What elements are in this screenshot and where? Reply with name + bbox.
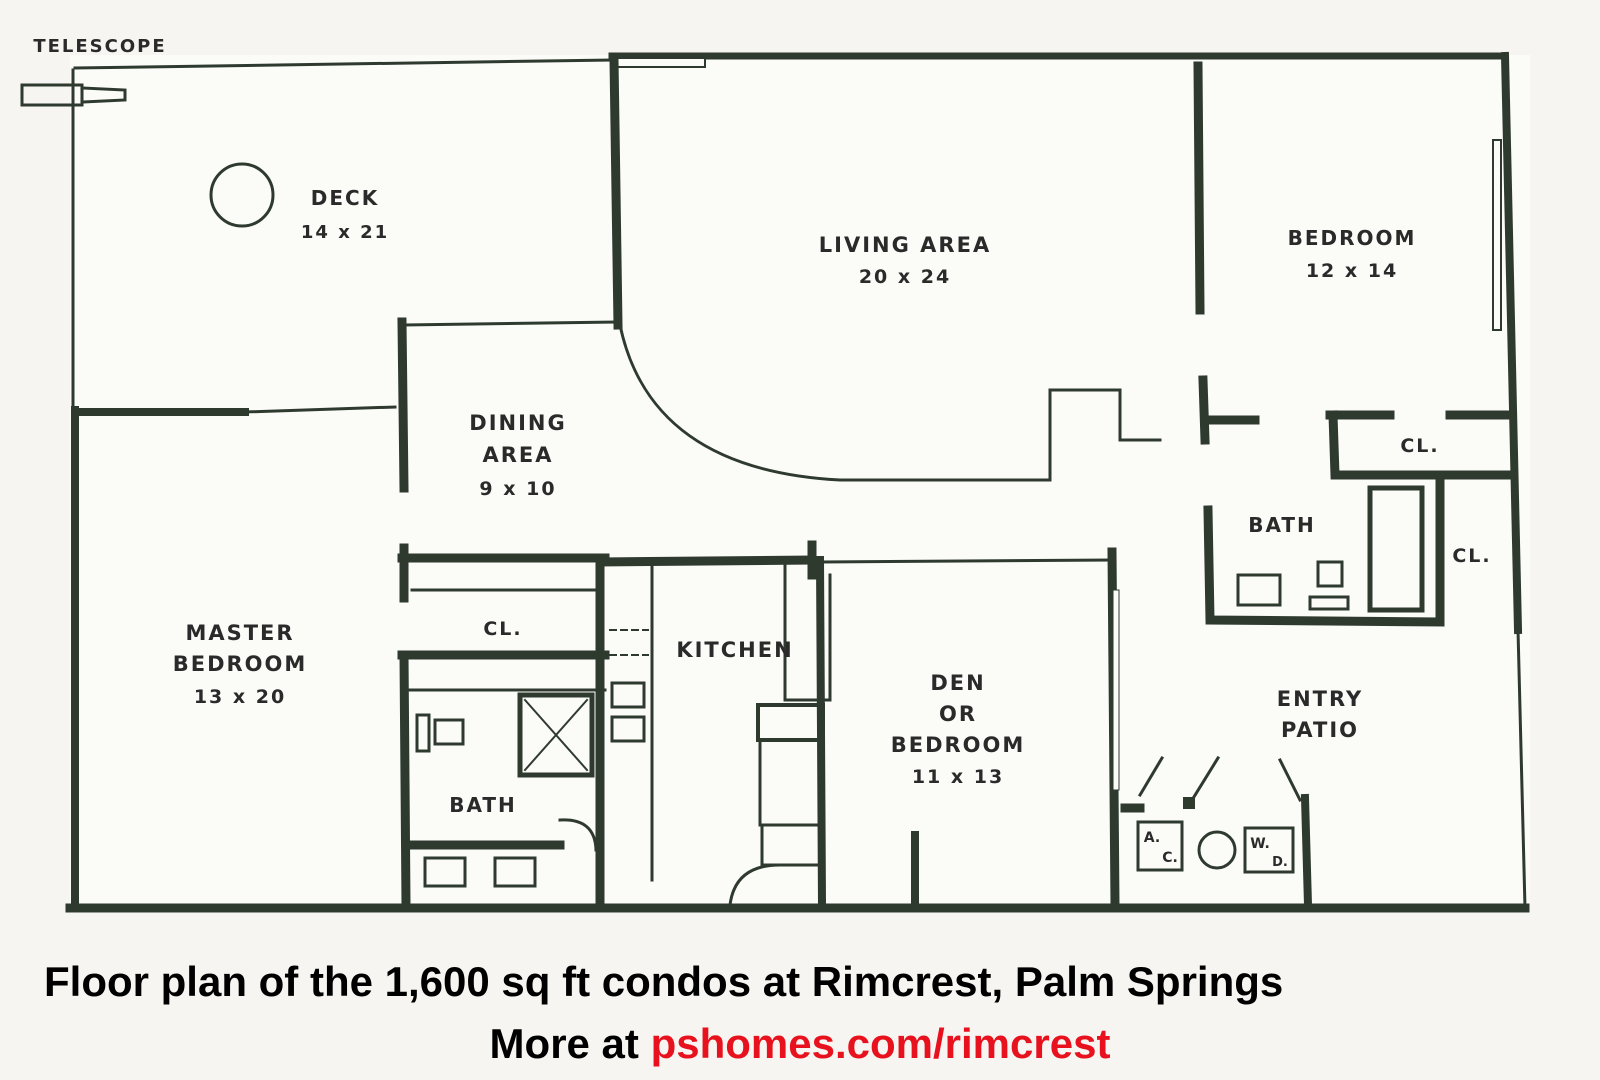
- label-dining-size: 9 x 10: [479, 478, 556, 500]
- label-dining-1: DINING: [469, 411, 566, 435]
- label-bath-left: BATH: [449, 793, 517, 817]
- utility-wall-right: [1300, 793, 1313, 910]
- label-deck-size: 14 x 21: [301, 222, 389, 243]
- label-master-1: MASTER: [185, 621, 294, 645]
- bath-toilet-tank-right: [1308, 595, 1350, 611]
- bath-sink-right: [1236, 573, 1282, 607]
- bath-sink-left-1: [423, 856, 467, 888]
- caption-text: Floor plan of the 1,600 sq ft condos at …: [44, 958, 1284, 1005]
- label-den-size: 11 x 13: [912, 766, 1004, 788]
- outer-wall-top-deck: [73, 58, 614, 70]
- telescope-icon: [20, 83, 84, 107]
- label-ac-1: A.: [1144, 830, 1160, 846]
- plan-paper: [70, 55, 1530, 913]
- bath-door-arc: [558, 818, 598, 852]
- window-right: [1492, 139, 1502, 331]
- caption-line-2: More at pshomes.com/rimcrest: [0, 1020, 1600, 1068]
- caption-line-1: Floor plan of the 1,600 sq ft condos at …: [0, 958, 1600, 1006]
- label-living-size: 20 x 24: [859, 266, 951, 288]
- telescope-tube: [80, 86, 127, 104]
- wall-dining-top: [402, 320, 618, 327]
- shower: [517, 692, 595, 778]
- shower-x2: [523, 698, 589, 772]
- bath-toilet-bowl-left: [433, 718, 465, 746]
- label-master-2: BEDROOM: [173, 652, 308, 676]
- kitchen-appliance-1: [610, 681, 646, 709]
- bath-toilet-left: [415, 713, 431, 753]
- label-den-2: OR: [939, 702, 977, 726]
- label-telescope: TELESCOPE: [33, 36, 166, 57]
- label-deck: DECK: [311, 186, 379, 210]
- ac-unit: [1136, 820, 1184, 872]
- label-entry-1: ENTRY: [1277, 687, 1363, 711]
- deck-table: [209, 162, 275, 228]
- label-dining-2: AREA: [482, 443, 553, 467]
- caption-prefix: More at: [489, 1020, 651, 1067]
- label-ac-2: C.: [1162, 850, 1178, 866]
- room-labels: TELESCOPE DECK 14 x 21 LIVING AREA 20 x …: [33, 36, 1491, 870]
- floor-plan: TELESCOPE DECK 14 x 21 LIVING AREA 20 x …: [20, 36, 1530, 913]
- label-bath-right: BATH: [1248, 513, 1316, 537]
- bath-sink-left-2: [493, 856, 537, 888]
- kitchen-wall-top: [595, 555, 815, 567]
- outer-wall-right-lower: [1516, 628, 1527, 910]
- den-wall-top: [820, 558, 1114, 564]
- label-kitchen: KITCHEN: [676, 638, 793, 662]
- label-closet-upper: CL.: [1400, 435, 1439, 457]
- kitchen-wall-right: [815, 555, 827, 910]
- washer-dryer: [1243, 826, 1295, 874]
- utility-line-1: [1137, 755, 1165, 798]
- living-curve: [618, 323, 1162, 482]
- label-bedroom: BEDROOM: [1288, 226, 1417, 250]
- wall-living-bedroom: [1193, 61, 1205, 315]
- closet-mid-left-2: [399, 650, 411, 910]
- label-den-3: BEDROOM: [891, 733, 1026, 757]
- bath-right-walls: [1203, 475, 1445, 627]
- wall-dining-left: [397, 317, 409, 493]
- label-entry-2: PATIO: [1281, 718, 1359, 742]
- wall-deck-master-thin: [243, 405, 397, 414]
- label-master-size: 13 x 20: [194, 686, 286, 708]
- utility-stub: [1183, 797, 1195, 809]
- bath-toilet-right: [1316, 560, 1344, 588]
- walls: [20, 51, 1530, 913]
- label-closet-mid: CL.: [483, 618, 522, 640]
- den-window: [1112, 589, 1120, 791]
- label-closet-right: CL.: [1452, 545, 1491, 567]
- wall-deck-living: [609, 55, 623, 330]
- closet-upper-right: [1325, 410, 1515, 480]
- kitchen-counter-right: [783, 563, 832, 702]
- label-wd-1: W.: [1250, 836, 1270, 852]
- water-heater: [1197, 830, 1237, 870]
- kitchen-door-arc: [728, 863, 782, 907]
- label-den-1: DEN: [930, 671, 985, 695]
- utility-line-2: [1189, 755, 1221, 803]
- utility-line-3: [1277, 757, 1303, 803]
- caption-link[interactable]: pshomes.com/rimcrest: [650, 1020, 1111, 1067]
- bathtub: [1367, 485, 1425, 613]
- label-living: LIVING AREA: [819, 233, 991, 257]
- kitchen-appliance-2: [610, 715, 646, 743]
- window-top: [614, 57, 706, 68]
- label-bedroom-size: 12 x 14: [1306, 260, 1398, 282]
- label-wd-2: D.: [1272, 855, 1288, 870]
- wall-hall-stub: [1198, 375, 1210, 445]
- outer-wall-right: [1500, 51, 1523, 635]
